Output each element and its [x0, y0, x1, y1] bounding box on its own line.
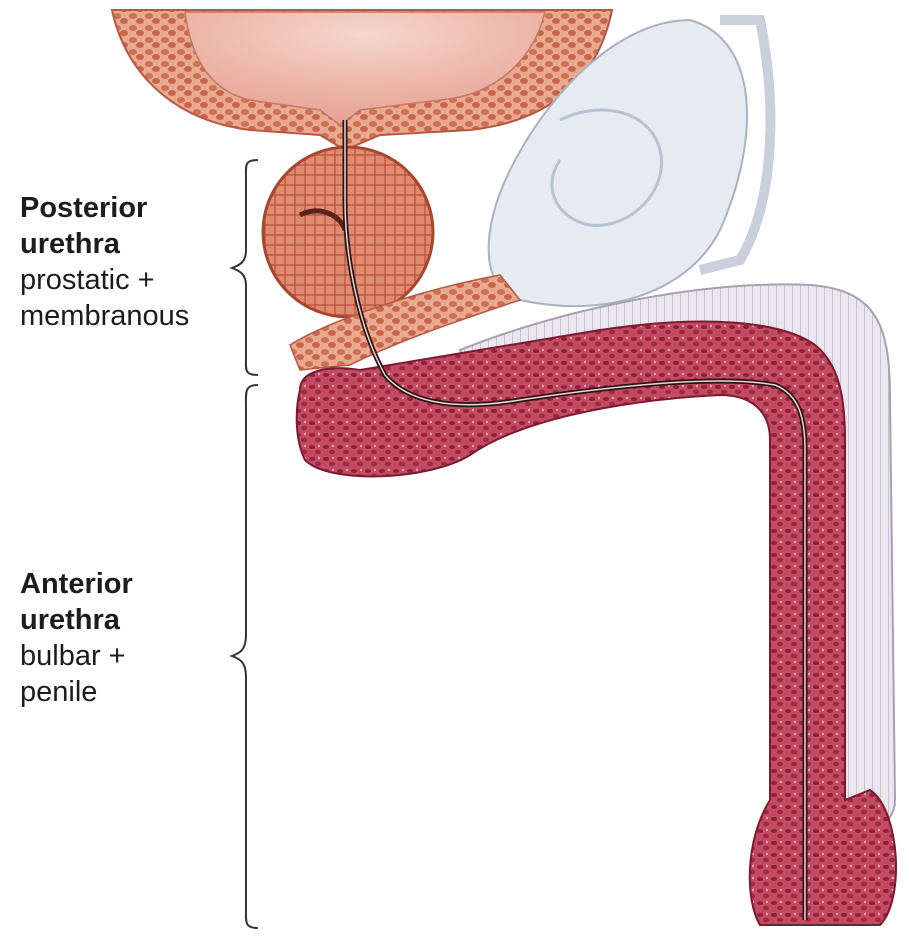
posterior-sub-line2: membranous — [20, 298, 189, 334]
anterior-title-line2: urethra — [20, 602, 133, 638]
posterior-title-line1: Posterior — [20, 190, 189, 226]
anterior-sub-line1: bulbar + — [20, 638, 133, 674]
anterior-bracket — [232, 385, 258, 928]
posterior-sub-line1: prostatic + — [20, 262, 189, 298]
posterior-urethra-label: Posterior urethra prostatic + membranous — [20, 190, 189, 334]
posterior-title-line2: urethra — [20, 226, 189, 262]
anterior-sub-line2: penile — [20, 674, 133, 710]
anterior-title-line1: Anterior — [20, 566, 133, 602]
anterior-urethra-label: Anterior urethra bulbar + penile — [20, 566, 133, 710]
posterior-bracket — [232, 160, 258, 375]
